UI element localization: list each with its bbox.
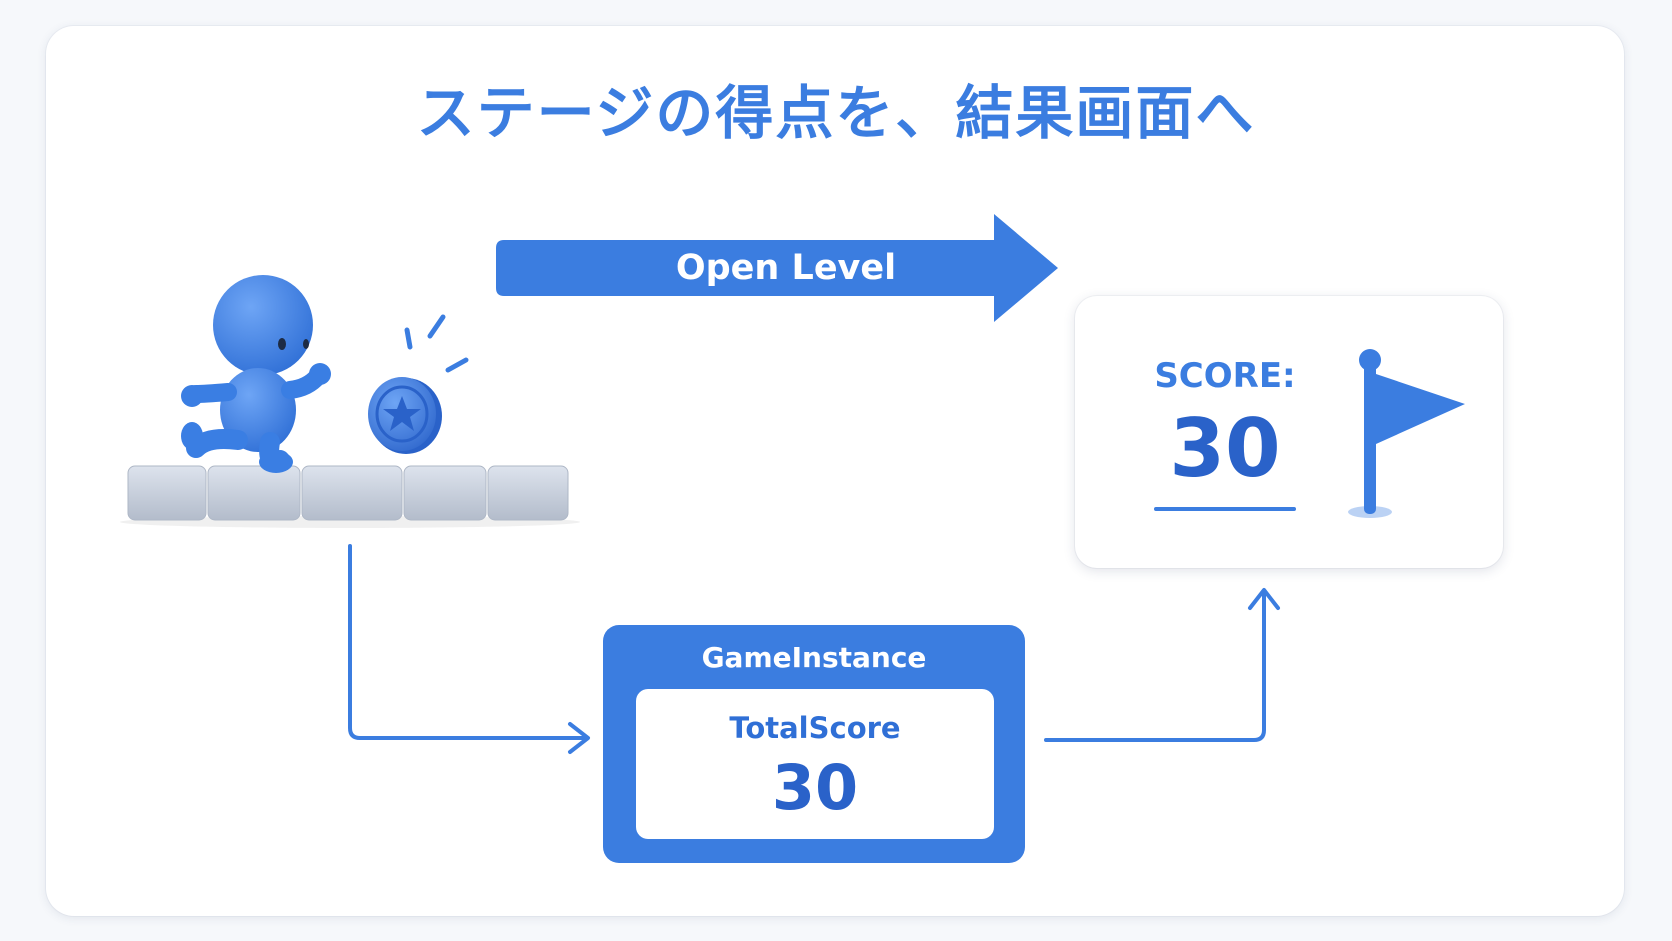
result-screen-card: SCORE: 30: [1075, 296, 1503, 568]
running-character-icon: [181, 275, 331, 473]
game-instance-title: GameInstance: [701, 641, 927, 674]
score-value: 30: [1169, 402, 1281, 495]
game-stage-illustration: [120, 275, 580, 528]
page-title: ステージの得点を、結果画面へ: [416, 79, 1256, 147]
open-level-label: Open Level: [675, 248, 897, 288]
total-score-label: TotalScore: [729, 711, 901, 745]
connector-to-result-screen: [1044, 588, 1280, 742]
score-underline: [1154, 507, 1296, 511]
flag-icon: [1348, 349, 1465, 518]
block-platform: [120, 465, 580, 528]
star-coin-icon: [368, 314, 469, 454]
open-level-arrow: [496, 214, 1058, 322]
connector-to-gameinstance: [348, 544, 590, 754]
score-label: SCORE:: [1154, 356, 1296, 396]
game-instance-box: GameInstance TotalScore 30: [603, 625, 1025, 863]
total-score-value: 30: [771, 751, 859, 824]
total-score-variable: TotalScore 30: [636, 689, 994, 839]
